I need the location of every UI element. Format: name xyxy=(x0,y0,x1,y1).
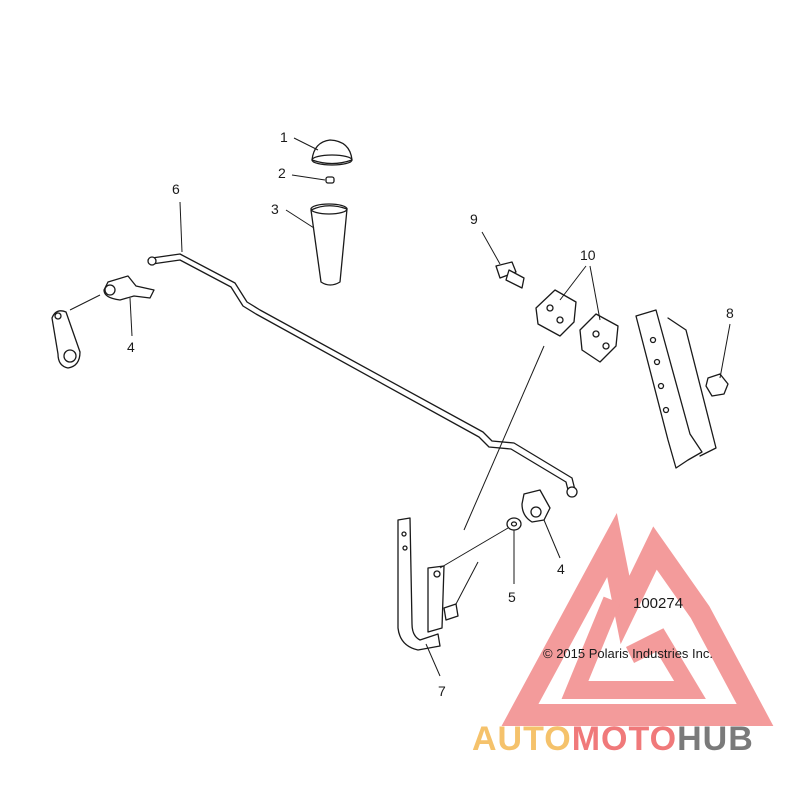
part-knob-cap xyxy=(311,139,353,166)
copyright-notice: © 2015 Polaris Industries Inc. xyxy=(543,646,713,661)
part-shift-rod xyxy=(147,253,578,498)
part-mounting-bracket xyxy=(635,309,717,469)
callout-5: 5 xyxy=(508,589,516,605)
watermark-text-hub: HUB xyxy=(677,720,754,758)
callout-8: 8 xyxy=(726,305,734,321)
callout-9: 9 xyxy=(470,211,478,227)
callout-10: 10 xyxy=(580,247,596,263)
leader-8 xyxy=(719,323,731,379)
leader-10b xyxy=(589,265,601,321)
callout-4-left: 4 xyxy=(127,339,135,355)
part-left-linkage-arm xyxy=(51,310,81,369)
watermark-logo xyxy=(501,512,774,726)
leader-3 xyxy=(285,209,315,229)
part-shift-knob xyxy=(310,203,348,286)
leader-1 xyxy=(293,137,319,151)
part-shift-lever xyxy=(397,517,459,651)
diagram-ref-number: 100274 xyxy=(633,595,683,612)
leader-washer-lever xyxy=(439,527,509,569)
part-pivot-bushing-right xyxy=(521,489,551,523)
callout-4-right: 4 xyxy=(557,561,565,577)
leader-6 xyxy=(179,201,183,253)
part-washer xyxy=(506,517,522,531)
callout-3: 3 xyxy=(271,201,279,217)
watermark-text: AUTOMOTOHUB xyxy=(472,720,754,758)
part-bolt xyxy=(495,261,525,289)
leader-bushing-lever xyxy=(455,561,479,605)
part-pivot-bushing-left xyxy=(103,275,155,301)
watermark-text-auto: AUTO xyxy=(472,720,572,758)
leader-4a-arm xyxy=(69,294,101,311)
part-isolator-left xyxy=(535,289,577,337)
leader-9 xyxy=(481,231,501,265)
callout-1: 1 xyxy=(280,129,288,145)
part-small-screw xyxy=(325,176,335,184)
watermark-triangle-icon xyxy=(501,512,774,726)
leader-isolator-rod xyxy=(463,345,545,531)
watermark-inner-mark-icon xyxy=(561,596,706,699)
watermark-text-moto: MOTO xyxy=(572,720,677,758)
callout-6: 6 xyxy=(172,181,180,197)
callout-2: 2 xyxy=(278,165,286,181)
leader-4b xyxy=(543,519,561,559)
leader-4a xyxy=(129,297,133,337)
part-isolator-right xyxy=(579,313,619,363)
leader-2 xyxy=(291,174,326,181)
leader-10a xyxy=(559,265,587,301)
callout-7: 7 xyxy=(438,683,446,699)
part-nut xyxy=(705,373,729,397)
leader-7 xyxy=(425,643,441,677)
